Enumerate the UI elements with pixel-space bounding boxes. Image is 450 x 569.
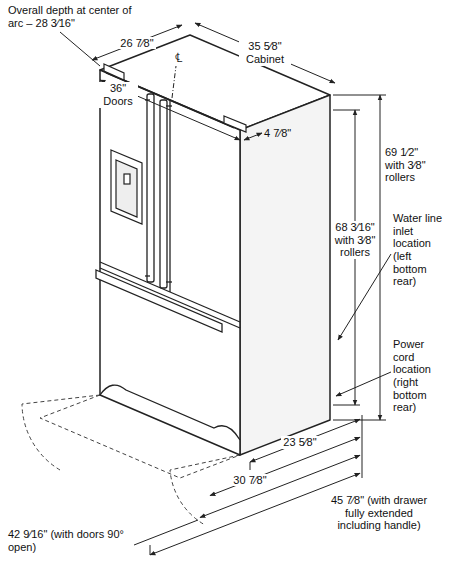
- door-handles: [145, 275, 150, 276]
- leader-lines: [60, 32, 391, 545]
- door-handles: [96, 94, 222, 332]
- centerline: [172, 66, 176, 98]
- dimension-label: 23 5⁄8": [281, 436, 318, 449]
- door-handles: [166, 105, 172, 106]
- dimension-lines: [92, 25, 182, 60]
- dimension-label: 69 1⁄2" with 3⁄8" rollers: [385, 146, 429, 184]
- dimension-label: 42 9⁄16" (with doors 90° open): [8, 528, 133, 553]
- dimension-lines: [333, 405, 360, 406]
- leader-lines: [134, 520, 198, 545]
- door-handles: [160, 100, 167, 288]
- dimension-lines: [333, 110, 360, 111]
- dimension-label: 26 7⁄8": [118, 37, 155, 50]
- doors-and-drawer: [169, 100, 170, 292]
- dimension-label: 30 7⁄8": [231, 474, 268, 487]
- dimension-label: 35 5⁄8" Cabinet: [239, 40, 291, 65]
- dimension-lines: [92, 23, 386, 555]
- dimension-label: 68 3⁄16" with 3⁄8" rollers: [332, 221, 378, 259]
- doors-and-drawer: [100, 385, 240, 440]
- door-swing-outline: [170, 455, 240, 525]
- cabinet: [100, 70, 240, 455]
- leader-lines: [60, 32, 100, 66]
- hinge-covers: [224, 116, 246, 132]
- dimension-lines: [250, 462, 251, 470]
- water-dispenser: [111, 150, 142, 224]
- doors-and-drawer: [100, 73, 240, 440]
- dimension-lines: [244, 133, 262, 140]
- water-dispenser: [116, 160, 137, 217]
- leader-lines: [336, 372, 391, 396]
- dimension-label: 45 7⁄8" (with drawer fully extended incl…: [325, 494, 433, 532]
- dimension-lines: [200, 455, 360, 517]
- door-handles: [96, 270, 222, 332]
- door-handles: [166, 281, 172, 282]
- dimension-lines: [362, 415, 363, 478]
- dimension-label: 36" Doors: [98, 82, 138, 107]
- dimension-lines: [250, 419, 360, 462]
- dimension-lines: [210, 437, 360, 495]
- centerline-symbol: ℄: [175, 51, 182, 66]
- location-note: Power cord location (right bottom rear): [393, 338, 445, 414]
- cabinet: [240, 95, 330, 455]
- dimension-lines: [380, 95, 381, 420]
- water-dispenser: [124, 174, 130, 184]
- leader-lines: [338, 254, 391, 340]
- dimension-lines: [150, 545, 151, 555]
- dimension-lines: [195, 23, 335, 83]
- door-swing-outline: [22, 395, 100, 470]
- hinge-covers: [104, 64, 124, 80]
- dimension-label: 4 7⁄8": [264, 127, 291, 140]
- dimension-lines: [333, 95, 386, 96]
- centerline: [172, 66, 176, 98]
- door-handles: [147, 94, 154, 282]
- location-note: Water line inlet location (left bottom r…: [393, 212, 445, 288]
- dimension-lines: [150, 473, 360, 555]
- dimension-note: Overall depth at center of arc – 28 3⁄16…: [8, 4, 146, 29]
- water-dispenser: [111, 150, 142, 224]
